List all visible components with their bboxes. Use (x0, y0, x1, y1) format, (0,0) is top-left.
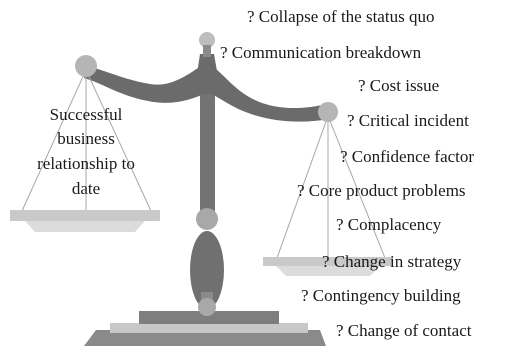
post-foot-knob (198, 298, 216, 316)
left-label-line-2: business (57, 129, 115, 148)
scale-post (190, 66, 224, 316)
left-label-line-4: date (72, 179, 100, 198)
factor-list: ? Collapse of the status quo ? Communica… (220, 7, 474, 340)
base-bottom (84, 330, 326, 346)
right-end-knob (318, 102, 338, 122)
pivot-top-knob (199, 32, 215, 48)
factor-label: ? Critical incident (347, 111, 469, 130)
factor-label: ? Core product problems (297, 181, 466, 200)
base-middle (110, 323, 308, 333)
left-pan-label: Successful business relationship to date (37, 105, 135, 198)
left-string-1 (21, 69, 87, 212)
left-pan-top (10, 210, 160, 221)
left-label-line-3: relationship to (37, 154, 135, 173)
scale-beam (84, 32, 330, 122)
factor-label: ? Collapse of the status quo (247, 7, 434, 26)
factor-label: ? Change in strategy (322, 252, 462, 271)
right-pan-bowl (276, 266, 380, 276)
factor-label: ? Contingency building (301, 286, 461, 305)
right-pan-assembly (263, 102, 393, 276)
left-end-knob (75, 55, 97, 77)
left-pan-assembly (10, 55, 160, 232)
factor-label: ? Complacency (336, 215, 442, 234)
right-string-1 (276, 115, 329, 259)
post-upper (200, 66, 215, 214)
right-string-3 (327, 115, 386, 259)
left-string-3 (85, 69, 152, 212)
factor-label: ? Confidence factor (340, 147, 474, 166)
post-bulb (190, 231, 224, 309)
pivot-stem (203, 45, 211, 57)
factor-label: ? Change of contact (336, 321, 472, 340)
base-top (139, 311, 279, 324)
left-pan-bowl (25, 221, 145, 232)
right-pan-top (263, 257, 393, 266)
scale-base (84, 311, 326, 346)
left-label-line-1: Successful (50, 105, 123, 124)
factor-label: ? Cost issue (358, 76, 439, 95)
factor-label: ? Communication breakdown (220, 43, 422, 62)
post-knob (196, 208, 218, 230)
pivot-housing (194, 54, 221, 94)
